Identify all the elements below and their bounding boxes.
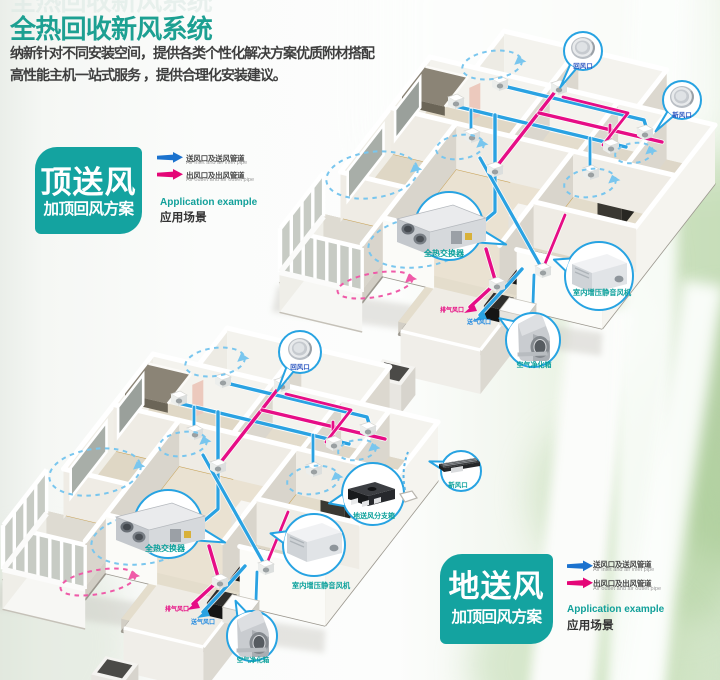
svg-text:室内增压静音风机: 室内增压静音风机 xyxy=(573,288,632,297)
svg-text:排气风口: 排气风口 xyxy=(165,605,189,613)
svg-text:室内增压静音风机: 室内增压静音风机 xyxy=(292,581,351,590)
svg-text:送气风口: 送气风口 xyxy=(190,618,215,626)
svg-text:全热交换器: 全热交换器 xyxy=(144,543,186,553)
svg-text:回风口: 回风口 xyxy=(573,61,593,70)
svg-text:新风口: 新风口 xyxy=(672,110,692,119)
svg-text:排气风口: 排气风口 xyxy=(440,306,464,314)
svg-text:全热交换器: 全热交换器 xyxy=(423,248,465,258)
svg-text:送气风口: 送气风口 xyxy=(466,318,491,326)
svg-text:空气净化箱: 空气净化箱 xyxy=(517,360,552,369)
svg-text:空气净化箱: 空气净化箱 xyxy=(237,655,270,664)
svg-text:新风口: 新风口 xyxy=(448,480,468,489)
svg-text:回风口: 回风口 xyxy=(290,362,310,371)
svg-text:地送风分支箱: 地送风分支箱 xyxy=(353,511,395,520)
